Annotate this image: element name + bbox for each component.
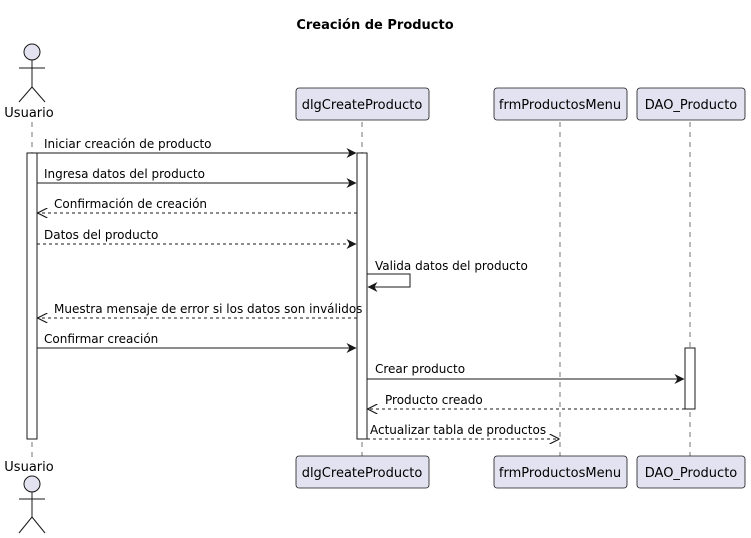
message-label: Valida datos del producto [375, 259, 528, 273]
participants-top: Usuario dlgCreateProducto frmProductosMe… [4, 43, 746, 121]
activation-bars [26, 152, 696, 440]
message-6: Muestra mensaje de error si los datos so… [38, 302, 362, 318]
participant-label-frm: frmProductosMenu [499, 98, 621, 113]
actor-head-icon [23, 475, 41, 493]
participant-dlg-bottom: dlgCreateProducto [295, 455, 430, 489]
activation-usuario [26, 152, 38, 440]
message-5-self: Valida datos del producto [367, 259, 528, 292]
activation-dlg [356, 152, 368, 440]
message-9: Producto creado [368, 393, 685, 409]
actor-usuario-bottom: Usuario [4, 460, 54, 534]
participant-dlg-top: dlgCreateProducto [295, 87, 430, 121]
actor-head-icon [23, 43, 41, 61]
participant-dao-bottom: DAO_Producto [636, 455, 746, 489]
message-label: Muestra mensaje de error si los datos so… [54, 302, 362, 316]
message-label: Confirmar creación [44, 332, 158, 346]
message-label: Confirmación de creación [54, 197, 207, 211]
message-7: Confirmar creación [37, 332, 357, 353]
message-2: Ingresa datos del producto [37, 167, 357, 188]
participant-label-dao: DAO_Producto [645, 98, 738, 113]
participant-frm-bottom: frmProductosMenu [493, 455, 628, 489]
message-label: Crear producto [375, 362, 465, 376]
participant-label-dlg-bottom: dlgCreateProducto [302, 466, 423, 481]
message-4: Datos del producto [37, 228, 357, 249]
message-3: Confirmación de creación [38, 197, 357, 213]
participant-label-frm-bottom: frmProductosMenu [499, 466, 621, 481]
messages: Iniciar creación de producto Ingresa dat… [37, 137, 685, 439]
message-label: Datos del producto [44, 228, 158, 242]
actor-usuario-top: Usuario [4, 43, 54, 121]
participant-dao-top: DAO_Producto [636, 87, 746, 121]
message-label: Producto creado [385, 393, 483, 407]
participants-bottom: Usuario dlgCreateProducto frmProductosMe… [4, 455, 746, 534]
participant-label-dao-bottom: DAO_Producto [645, 466, 738, 481]
diagram-title: Creación de Producto [296, 18, 453, 33]
message-label: Iniciar creación de producto [44, 137, 212, 151]
participant-label-usuario-bottom: Usuario [4, 460, 53, 475]
participant-label-dlg: dlgCreateProducto [302, 98, 423, 113]
activation-dao [684, 347, 696, 410]
participant-frm-top: frmProductosMenu [493, 87, 628, 121]
message-8: Crear producto [367, 362, 685, 384]
message-label: Ingresa datos del producto [44, 167, 205, 181]
message-1: Iniciar creación de producto [37, 137, 357, 158]
message-10: Actualizar tabla de productos [367, 423, 559, 439]
message-label: Actualizar tabla de productos [370, 423, 546, 437]
participant-label-usuario: Usuario [4, 106, 53, 121]
